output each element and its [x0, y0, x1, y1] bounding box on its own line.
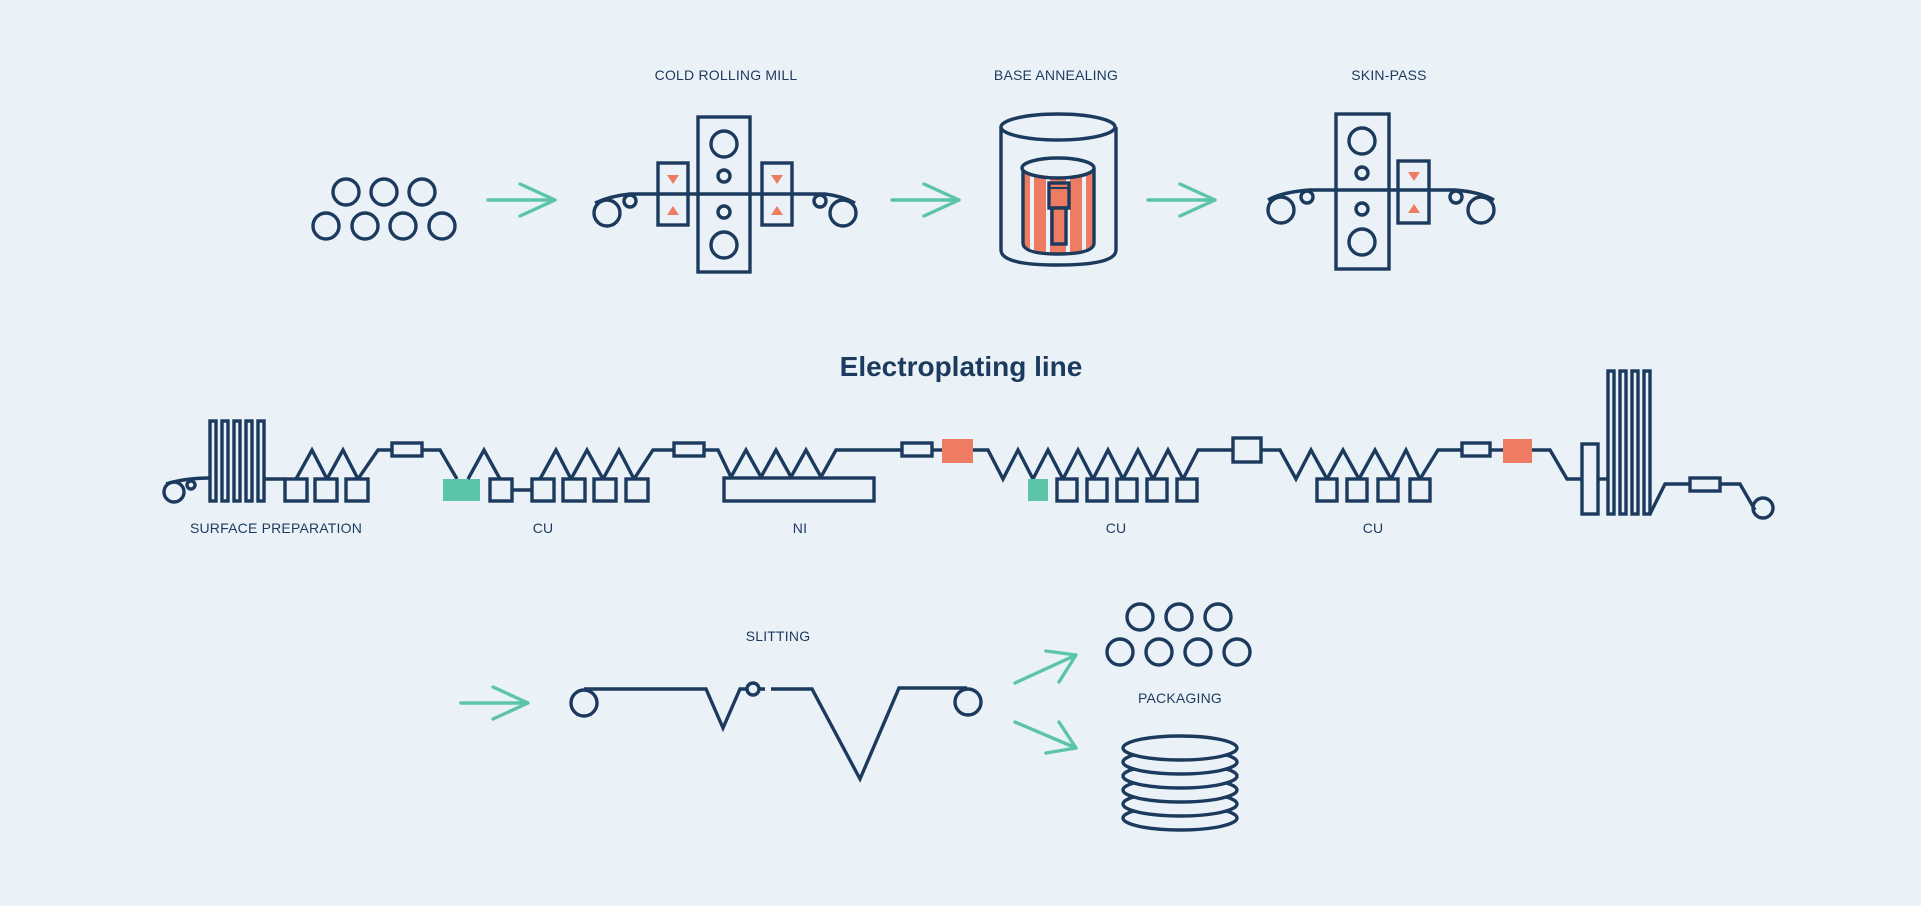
section-label-cu-1: CU — [533, 520, 554, 536]
section-label-ni: NI — [793, 520, 807, 536]
stage-label-cold-rolling-mill: COLD ROLLING MILL — [655, 67, 798, 83]
section-label-cu-2: CU — [1106, 520, 1127, 536]
skin-pass-mill-icon — [1266, 112, 1496, 271]
stage-label-base-annealing: BASE ANNEALING — [994, 67, 1118, 83]
stage-label-skin-pass: SKIN-PASS — [1351, 67, 1426, 83]
flow-arrow-split-down-icon — [1013, 720, 1078, 755]
stage-label-slitting: SLITTING — [746, 628, 811, 644]
slitting-line-icon — [569, 681, 983, 783]
flow-arrow-icon — [459, 685, 530, 721]
base-annealing-furnace-icon — [999, 112, 1118, 267]
coil-stack-output-icon — [1105, 602, 1252, 667]
flow-arrow-split-up-icon — [1013, 649, 1078, 685]
coil-stack-input-icon — [311, 177, 457, 241]
spool-stack-icon — [1121, 734, 1239, 832]
flow-arrow-icon — [486, 182, 557, 218]
section-label-cu-3: CU — [1363, 520, 1384, 536]
electroplating-line-icon — [162, 369, 1775, 520]
flow-arrow-icon — [890, 182, 961, 218]
cold-rolling-mill-icon — [592, 115, 858, 274]
section-title-electroplating-line: Electroplating line — [840, 351, 1083, 382]
section-label-surface-preparation: SURFACE PREPARATION — [190, 520, 362, 536]
flow-arrow-icon — [1146, 182, 1217, 218]
stage-label-packaging: PACKAGING — [1138, 690, 1222, 706]
